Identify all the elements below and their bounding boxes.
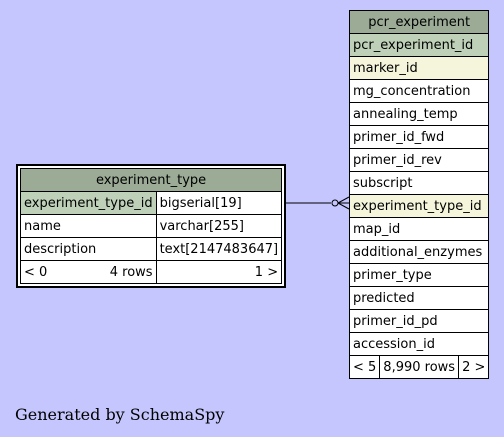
column-type: text[2147483647] (155, 237, 283, 261)
column-type: varchar[255] (155, 214, 283, 238)
children-count[interactable]: 1 > (155, 260, 283, 284)
column-name[interactable]: experiment_type_id (20, 191, 157, 215)
row-count: 8,990 rows (379, 355, 460, 379)
parents-count[interactable]: < 0 4 rows (20, 260, 157, 284)
table-experiment-type[interactable]: experiment_type experiment_type_id bigse… (16, 164, 287, 288)
column-type: bigserial[19] (155, 191, 283, 215)
column-name[interactable]: additional_enzymes (348, 240, 490, 264)
column-name[interactable]: marker_id (348, 56, 490, 80)
column-name[interactable]: primer_id_pd (348, 309, 490, 333)
column-name[interactable]: primer_type (348, 263, 490, 287)
column-name[interactable]: primer_id_fwd (348, 125, 490, 149)
column-name[interactable]: annealing_temp (348, 102, 490, 126)
column-name[interactable]: map_id (348, 217, 490, 241)
column-name[interactable]: predicted (348, 286, 490, 310)
column-name[interactable]: accession_id (348, 332, 490, 356)
children-count[interactable]: 2 > (458, 355, 490, 379)
row-count: 4 rows (109, 264, 153, 280)
column-name[interactable]: name (20, 214, 157, 238)
parents-count[interactable]: < 5 (348, 355, 381, 379)
generated-by-label: Generated by SchemaSpy (15, 405, 225, 424)
crowfoot-zero-icon (331, 199, 339, 207)
column-name[interactable]: mg_concentration (348, 79, 490, 103)
column-name[interactable]: description (20, 237, 157, 261)
column-name[interactable]: pcr_experiment_id (348, 33, 490, 57)
crowfoot-icon (337, 196, 350, 204)
table-title[interactable]: experiment_type (19, 168, 283, 192)
crowfoot-icon (337, 202, 350, 210)
column-name[interactable]: primer_id_rev (348, 148, 490, 172)
table-title[interactable]: pcr_experiment (348, 10, 490, 34)
column-name[interactable]: subscript (348, 171, 490, 195)
column-name[interactable]: experiment_type_id (348, 194, 490, 218)
